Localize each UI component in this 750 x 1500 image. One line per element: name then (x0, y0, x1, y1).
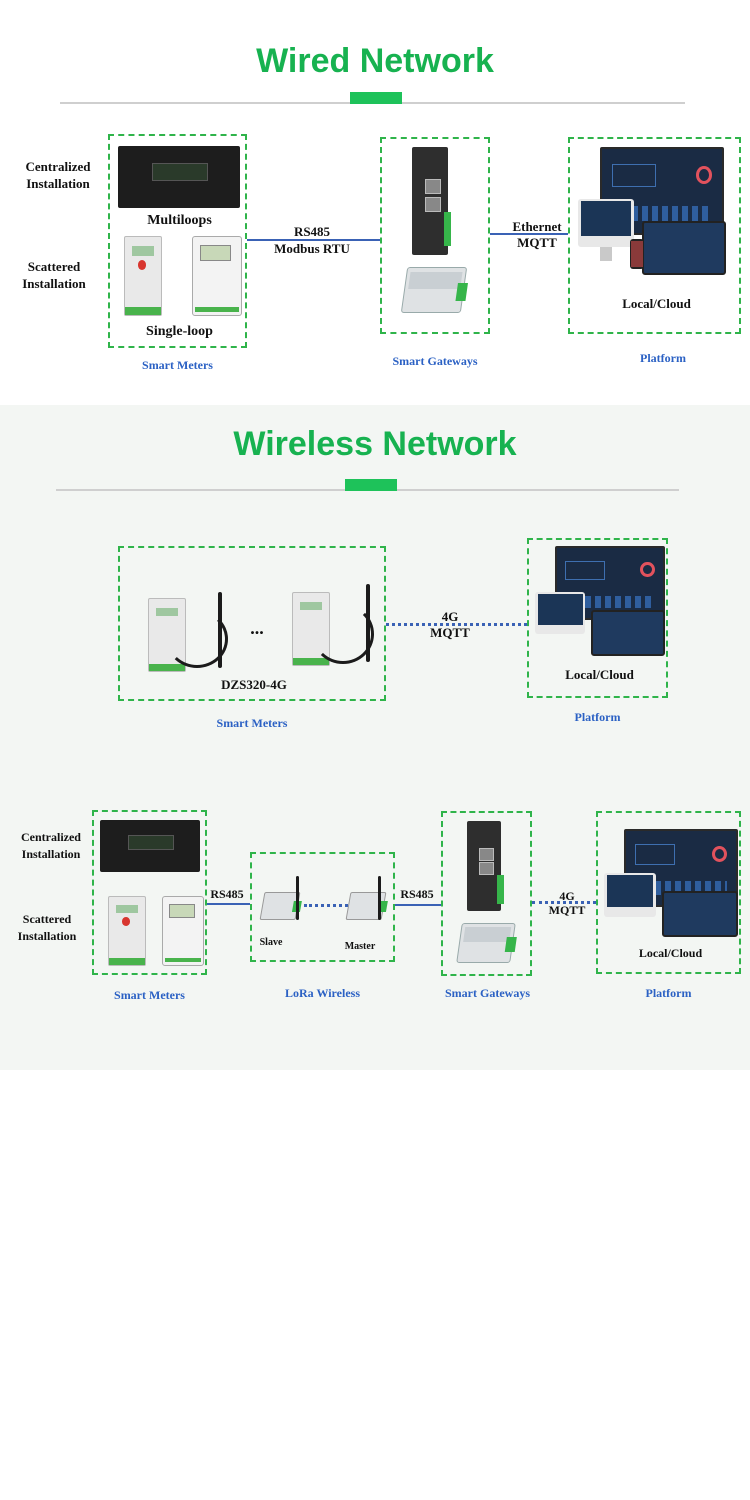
local-cloud-label: Local/Cloud (565, 667, 634, 682)
rs485-label: RS485 (293, 224, 331, 239)
phone-icon (630, 239, 644, 269)
platform-caption: Platform (645, 986, 692, 1000)
box-gateway-icon (456, 923, 517, 963)
master-label: Master (344, 941, 376, 952)
4g-connector-line (386, 623, 527, 626)
4g-connector-line (532, 901, 596, 904)
title-accent-bar (345, 479, 397, 491)
lora-wireless-caption: LoRa Wireless (284, 986, 360, 1000)
tablet-icon (591, 610, 665, 656)
din-rail-meter-icon (124, 236, 162, 316)
desktop-computer-icon (578, 199, 634, 247)
mqtt-label: MQTT (430, 625, 470, 640)
smart-meters-caption: Smart Meters (114, 988, 185, 1002)
rs485-connector-line (207, 903, 250, 905)
smart-meters-box: Multiloops Single-loop (108, 134, 247, 348)
antenna-cable-icon (166, 610, 228, 668)
multiloops-label: Multiloops (147, 213, 212, 228)
rs485-connector-line (395, 904, 441, 906)
platform-box: Local/Cloud (596, 811, 741, 974)
rs485-connector-line (247, 239, 380, 241)
ethernet-connector-line (490, 233, 568, 235)
platform-box: Local/Cloud (568, 137, 741, 334)
dashboard-monitor-icon (624, 829, 738, 907)
centralized-installation-label: Centralized Installation (21, 830, 81, 861)
multiloop-meter-icon (118, 146, 240, 208)
wireless-network-title: Wireless Network (233, 425, 517, 463)
desktop-computer-icon (535, 592, 585, 634)
antenna-icon (378, 876, 381, 920)
ellipsis-label: ... (250, 618, 264, 638)
platform-box: Local/Cloud (527, 538, 668, 698)
slave-label: Slave (259, 937, 283, 948)
wireless-network-section: Wireless Network ... DZS320-4G Smart Met… (0, 405, 750, 1070)
single-loop-label: Single-loop (146, 324, 213, 339)
single-phase-meter-icon (192, 236, 242, 316)
dzs320-4g-label: DZS320-4G (221, 677, 287, 692)
smart-gateways-caption: Smart Gateways (392, 354, 478, 368)
lora-box: Slave Master (250, 852, 395, 962)
smart-meters-box (92, 810, 207, 975)
scattered-installation-label: Scattered Installation (22, 259, 86, 291)
smart-gateways-caption: Smart Gateways (445, 986, 530, 1000)
4g-label: 4G (559, 889, 575, 903)
rs485-label: RS485 (400, 887, 434, 901)
mqtt-label: MQTT (517, 235, 557, 250)
wired-network-title: Wired Network (256, 42, 494, 80)
smart-gateways-box (380, 137, 490, 334)
box-gateway-icon (400, 267, 468, 313)
mqtt-label: MQTT (548, 903, 586, 917)
tablet-icon (662, 891, 738, 937)
title-accent-bar (350, 92, 402, 104)
local-cloud-label: Local/Cloud (622, 296, 691, 311)
scattered-installation-label: Scattered Installation (17, 912, 77, 943)
platform-caption: Platform (574, 710, 621, 724)
4g-label: 4G (441, 609, 459, 624)
antenna-cable-icon (312, 604, 374, 664)
modbus-rtu-label: Modbus RTU (274, 241, 350, 256)
din-rail-meter-icon (108, 896, 146, 966)
centralized-installation-label: Centralized Installation (25, 159, 91, 191)
computer-stand-icon (600, 247, 612, 261)
desktop-computer-icon (604, 873, 656, 917)
local-cloud-label: Local/Cloud (638, 946, 703, 960)
wired-network-section: Wired Network Centralized Installation S… (0, 0, 750, 405)
lora-slave-icon (259, 892, 302, 920)
rs485-label: RS485 (210, 887, 244, 901)
lora-wireless-link (304, 904, 348, 907)
multiloop-meter-icon (100, 820, 200, 872)
ethernet-label: Ethernet (512, 219, 562, 234)
din-gateway-icon (412, 147, 451, 255)
tablet-icon (642, 221, 726, 275)
single-phase-meter-icon (162, 896, 204, 966)
antenna-icon (296, 876, 299, 920)
din-gateway-icon (467, 821, 504, 911)
platform-caption: Platform (640, 351, 686, 365)
smart-meters-caption: Smart Meters (142, 358, 213, 372)
smart-gateways-box (441, 811, 532, 976)
meter-display-icon (152, 163, 208, 182)
4g-meters-box: ... DZS320-4G (118, 546, 386, 701)
smart-meters-caption: Smart Meters (216, 716, 288, 730)
